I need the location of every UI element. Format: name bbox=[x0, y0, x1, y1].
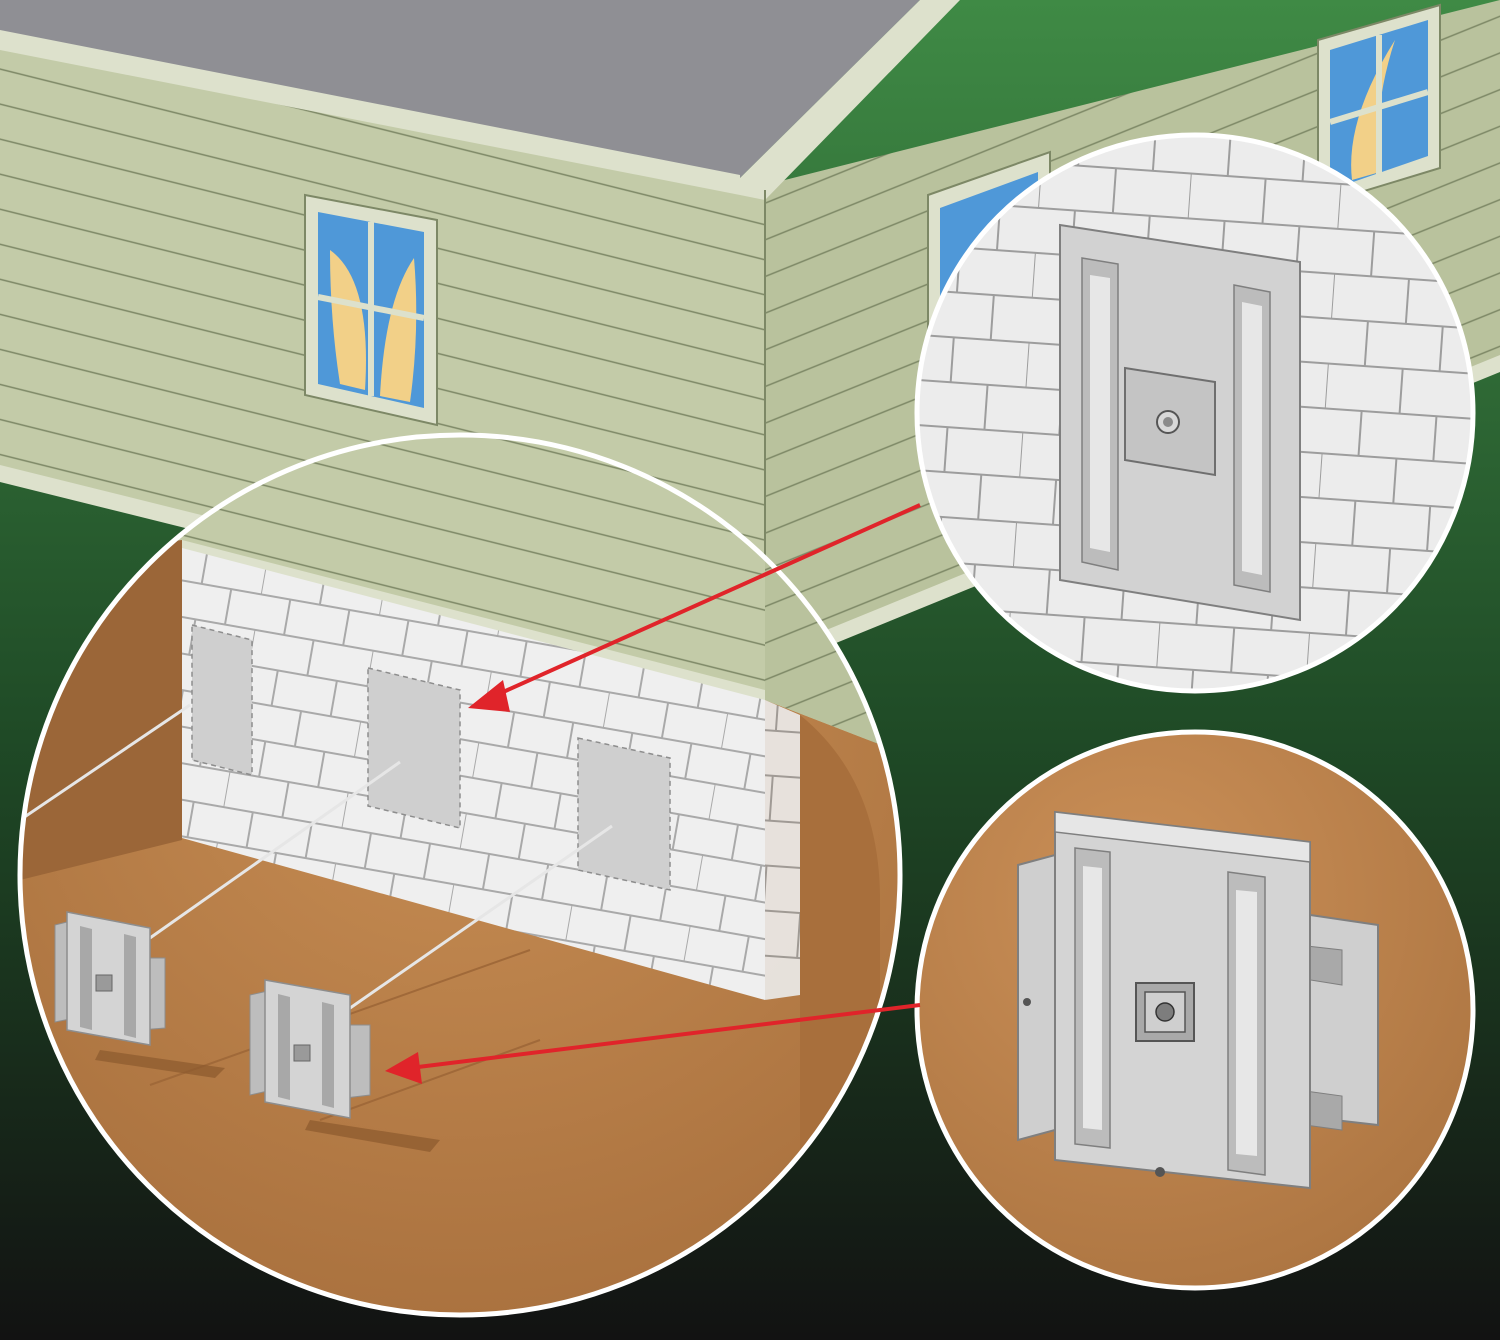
roof bbox=[0, 0, 920, 178]
arrow-to-wall-plate bbox=[491, 503, 921, 699]
earth-anchor-1 bbox=[54, 911, 225, 1078]
anchor-rod-3 bbox=[329, 824, 613, 1024]
red-arrow-icon bbox=[385, 503, 921, 1084]
anchor-rod-2 bbox=[139, 760, 401, 947]
earth-anchor-2 bbox=[249, 979, 440, 1152]
window-left bbox=[304, 193, 438, 427]
inset-border-big bbox=[17, 432, 903, 1318]
wall-plate-detail-inset bbox=[914, 132, 1476, 694]
anchor-rod-1 bbox=[20, 703, 191, 822]
wall-plate-3 bbox=[577, 737, 671, 891]
arrow-to-earth-anchor bbox=[409, 1003, 921, 1070]
wall-plate-2 bbox=[367, 667, 461, 829]
earth-anchor-detail-inset bbox=[914, 729, 1476, 1291]
window-right-top bbox=[1317, 3, 1441, 207]
inset-border-bottom-right bbox=[914, 729, 1476, 1291]
inset-border-top-right bbox=[914, 132, 1476, 694]
wall-plate-1 bbox=[191, 624, 253, 776]
block-wall bbox=[182, 548, 765, 1000]
